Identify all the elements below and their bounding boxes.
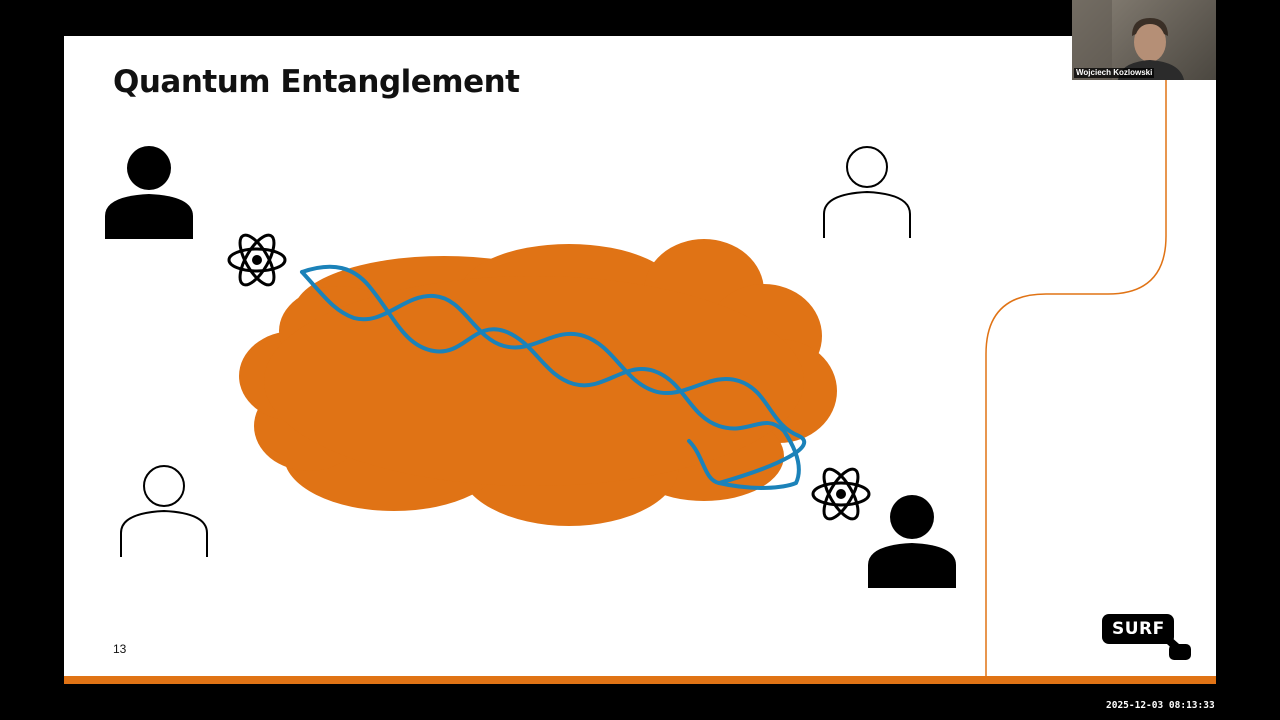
decorative-orange-line (985, 80, 1167, 684)
surf-logo (1102, 614, 1191, 660)
slide-bottom-bar (64, 676, 1216, 684)
person-filled-icon (868, 495, 956, 588)
surf-logo-text: SURF (1112, 619, 1165, 639)
presentation-slide: Quantum Entanglement (64, 36, 1216, 684)
entangled-wave-icon (300, 264, 807, 490)
atom-icon (227, 233, 287, 287)
speaker-name-label: Wojciech Kozlowski (1074, 68, 1155, 78)
person-filled-icon (105, 146, 193, 239)
recording-timestamp: 2025-12-03 08:13:33 (1106, 700, 1215, 711)
speaker-silhouette (1072, 0, 1184, 80)
person-outline-icon (823, 146, 911, 238)
atom-icon (811, 467, 871, 521)
slide-illustration (105, 80, 1167, 684)
speaker-video-thumbnail[interactable]: Wojciech Kozlowski (1072, 0, 1216, 80)
slide-title: Quantum Entanglement (113, 64, 520, 100)
person-outline-icon (120, 465, 208, 557)
slide-number: 13 (113, 642, 127, 656)
